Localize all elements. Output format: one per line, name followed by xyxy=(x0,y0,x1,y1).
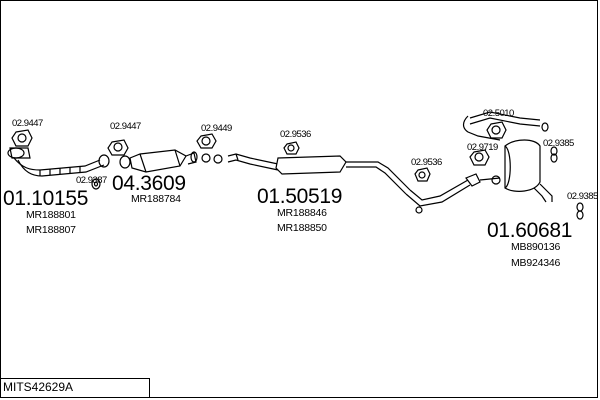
gasket-8-label: 02.9385 xyxy=(543,138,574,149)
gasket-2-label: 02.9447 xyxy=(110,121,141,132)
middle-silencer-oem-2: MR188850 xyxy=(277,222,327,234)
gasket-6-icon xyxy=(486,121,507,139)
middle-silencer-part xyxy=(227,153,471,207)
catalyst-code: 04.3609 xyxy=(112,172,186,195)
gasket-7-label: 02.9719 xyxy=(467,142,498,153)
gasket-9-icon xyxy=(576,202,584,220)
gasket-1-label: 02.9447 xyxy=(12,118,43,129)
gasket-1-icon xyxy=(11,129,33,147)
gasket-10-icon xyxy=(91,178,101,190)
gasket-3-icon xyxy=(196,133,217,149)
front-pipe-oem-2: MR188807 xyxy=(26,224,76,236)
diagram-id: MITS42629A xyxy=(3,380,74,394)
middle-silencer-oem-1: MR188846 xyxy=(277,207,327,219)
front-pipe-code: 01.10155 xyxy=(3,187,89,210)
clamp-rear-icon xyxy=(491,122,549,185)
front-pipe-oem-1: MR188801 xyxy=(26,209,76,221)
middle-silencer-code: 01.50519 xyxy=(257,185,343,208)
front-pipe-part xyxy=(7,147,110,177)
gasket-4-icon xyxy=(283,141,300,155)
gasket-6-label: 02.5010 xyxy=(483,108,514,119)
gasket-3-label: 02.9449 xyxy=(201,123,232,134)
catalyst-part xyxy=(119,149,198,173)
gasket-5-icon xyxy=(414,167,431,182)
gasket-8-icon xyxy=(550,146,558,163)
gasket-2-icon xyxy=(107,139,129,156)
gasket-10-label: 02.9387 xyxy=(76,175,107,186)
rear-silencer-code: 01.60681 xyxy=(487,219,573,242)
catalyst-oem-1: MR188784 xyxy=(131,193,181,205)
rear-silencer-oem-2: MB924346 xyxy=(511,257,561,269)
rear-silencer-oem-1: MB890136 xyxy=(511,241,561,253)
gasket-7-icon xyxy=(469,149,490,166)
rear-silencer-part xyxy=(462,111,553,203)
gasket-4-label: 02.9536 xyxy=(280,129,311,140)
hanger-icon xyxy=(415,206,423,214)
gasket-5-label: 02.9536 xyxy=(411,157,442,168)
diagram-id-box xyxy=(0,378,150,398)
gasket-9-label: 02.9385 xyxy=(567,191,598,202)
clamp-icon xyxy=(201,153,223,164)
